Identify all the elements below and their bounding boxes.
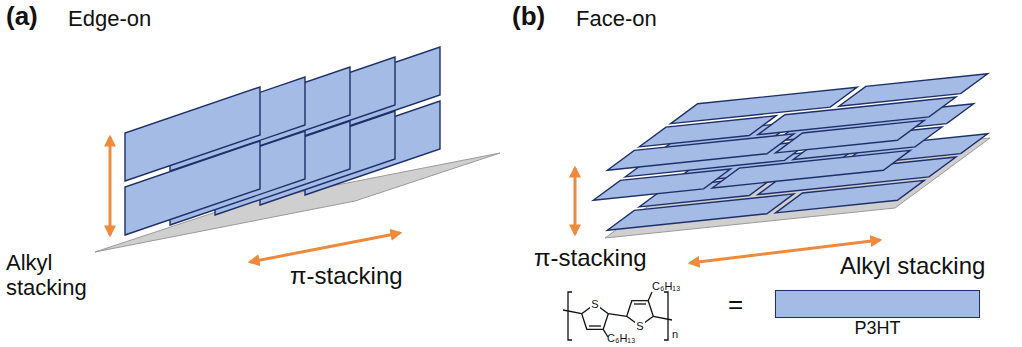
- axis-label: π-stacking: [290, 262, 403, 290]
- atom-label: S: [590, 298, 599, 311]
- side-chain-label: C₆H₁₃: [652, 280, 681, 293]
- double-bond: [589, 325, 601, 326]
- chain-block: [775, 290, 980, 318]
- direction-arrows: [110, 137, 880, 263]
- equals-sign: =: [728, 290, 743, 320]
- side-chain-label: C₆H₁₃: [607, 332, 636, 345]
- alkyl-arrow: [109, 137, 112, 235]
- axis-label: Alkyl stacking: [840, 252, 985, 280]
- ring-bond: [608, 314, 626, 317]
- molecule-block: P3HT: [775, 290, 980, 340]
- bracket: [568, 292, 572, 340]
- side-chain-bond: [648, 292, 652, 301]
- atom-label: S: [635, 320, 644, 333]
- chain-plank: [776, 120, 925, 152]
- bracket: [664, 292, 668, 340]
- pi-arrow: [574, 168, 577, 234]
- chain-plank: [776, 180, 925, 212]
- pi-arrow: [250, 233, 400, 262]
- repeat-index: n: [672, 328, 678, 341]
- axis-label: Alkyl stacking: [6, 250, 88, 301]
- panel-title: Face-on: [576, 6, 657, 31]
- chain-bond: [563, 310, 582, 314]
- chain-slab: [125, 87, 260, 181]
- chain-bond: [653, 316, 672, 320]
- axis-label: π-stacking: [534, 244, 647, 272]
- edge-on-chains: [125, 47, 440, 235]
- chain-plank: [607, 194, 793, 230]
- face-on-chains: [593, 74, 987, 231]
- chain-plank: [593, 169, 730, 200]
- double-bond: [634, 303, 646, 304]
- block-label: P3HT: [775, 318, 980, 340]
- chain-plank: [607, 134, 793, 170]
- panel-title: Edge-on: [68, 6, 151, 31]
- panel-letter: (b): [512, 2, 545, 32]
- panel-letter: (a): [6, 2, 38, 32]
